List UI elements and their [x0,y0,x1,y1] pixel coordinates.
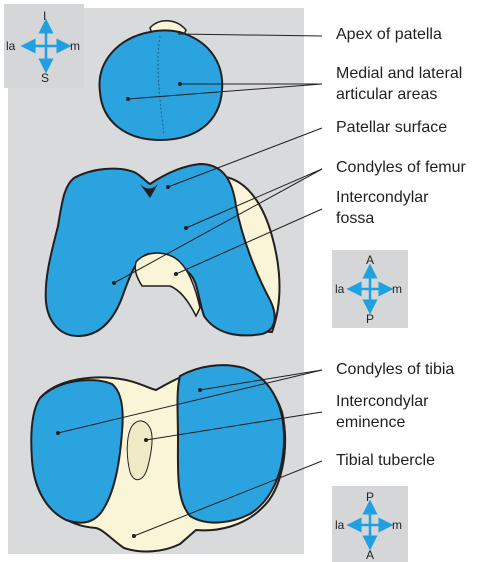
label-condyles-of-tibia: Condyles of tibia [336,359,454,380]
compass-left-label: la [335,282,345,296]
label-apex-of-patella: Apex of patella [336,24,442,45]
patella-articular-surface [100,30,223,140]
compass-bottom-label: A [366,548,374,562]
compass-left-label: la [6,39,16,53]
label-intercondylar-fossa: Intercondylar fossa [336,187,429,229]
compass-top-label: A [366,253,374,267]
orientation-compass-femur: A la m P [332,250,408,328]
label-patellar-surface: Patellar surface [336,117,447,138]
compass-top-label: I [43,9,46,23]
label-intercondylar-eminence: Intercondylar eminence [336,391,429,433]
label-condyles-of-femur: Condyles of femur [336,157,466,178]
compass-bottom-label: P [366,312,374,326]
label-tibial-tubercle: Tibial tubercle [336,450,435,471]
label-medial-lateral-articular-areas: Medial and lateral articular areas [336,63,462,105]
orientation-compass-tibia: P la m A [332,486,408,562]
compass-top-label: P [366,490,374,504]
compass-right-label: m [70,39,80,53]
compass-bottom-label: S [41,71,49,85]
compass-left-label: la [335,518,345,532]
compass-right-label: m [392,518,402,532]
compass-right-label: m [392,282,402,296]
orientation-compass-patella: I la m S [4,4,84,88]
